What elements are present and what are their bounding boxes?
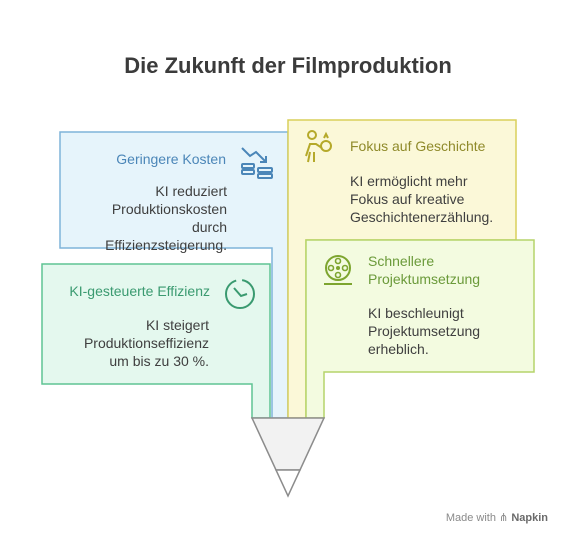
napkin-logo-icon: ⋔ [499,512,509,524]
card-efficiency-body-line: KI steigert [145,317,209,333]
card-story-body-line: Fokus auf kreative [350,191,465,207]
card-speed-heading: Schnellere Projektumsetzung [368,252,528,288]
card-efficiency-body-line: Produktionseffizienz [83,335,209,351]
card-cost-body-line: KI reduziert [155,183,227,199]
card-story-body-line: Geschichtenerzählung. [350,209,494,225]
card-speed-body: KI beschleunigt Projektumsetzung erhebli… [368,304,528,358]
funnel-bottom [274,469,302,498]
footer-brand: Napkin [511,512,548,524]
card-efficiency-body: KI steigert Produktionseffizienz um bis … [50,316,209,370]
card-cost-heading: Geringere Kosten [116,151,226,167]
card-speed-heading-line: Schnellere [368,253,435,269]
card-speed-body-line: KI beschleunigt [368,305,464,321]
card-story-body: KI ermöglicht mehr Fokus auf kreative Ge… [350,172,512,226]
card-speed-heading-line: Projektumsetzung [368,271,481,287]
card-cost-body-line: durch [191,219,227,235]
card-speed-body-line: Projektumsetzung [368,323,481,339]
film-reel-icon [324,255,352,285]
funnel-top [250,417,326,471]
card-cost-body: KI reduziert Produktionskosten durch Eff… [70,182,227,254]
card-story-body-line: KI ermöglicht mehr [350,173,468,189]
card-speed-body-line: erheblich. [368,341,429,357]
person-idea-icon [305,130,332,163]
footer-made-with: Made with [445,512,496,524]
card-cost-body-line: Effizienzsteigerung. [105,237,227,253]
card-cost-body-line: Produktionskosten [111,201,227,217]
card-efficiency-heading: KI-gesteuerte Effizienz [69,283,210,299]
timer-icon [225,279,255,309]
card-efficiency-body-line: um bis zu 30 %. [109,353,209,369]
page-title: Die Zukunft der Filmproduktion [124,53,452,78]
coins-down-icon [241,147,273,179]
footer-attribution[interactable]: Made with ⋔ Napkin [446,511,548,524]
card-story-heading: Fokus auf Geschichte [350,138,486,154]
